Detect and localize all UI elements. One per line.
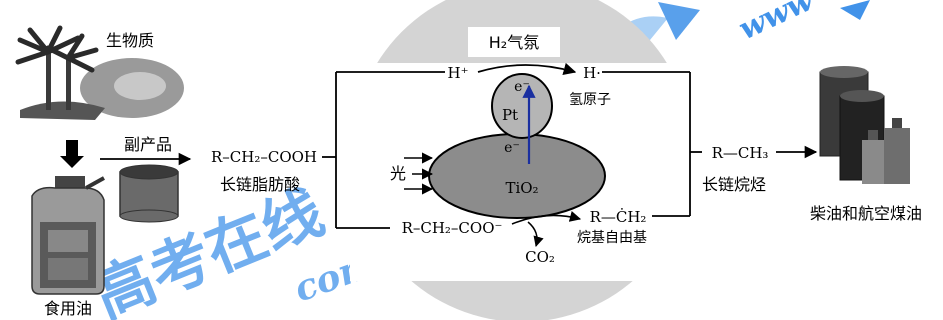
alkyl-radical-formula: R—ĊH₂ <box>590 208 647 226</box>
biomass-label: 生物质 <box>106 31 154 50</box>
fatty-acid-name: 长链脂肪酸 <box>220 175 300 194</box>
fuel-product-label: 柴油和航空煤油 <box>810 204 922 223</box>
e-top-label: e⁻ <box>514 79 530 95</box>
alkane-name: 长链烷烃 <box>702 175 766 194</box>
co2-arrow <box>527 221 544 248</box>
cooking-oil-bottle <box>31 176 105 295</box>
byproduct-label: 副产品 <box>124 135 172 154</box>
co2-label: CO₂ <box>525 248 555 266</box>
h2-atmosphere-label: H₂气氛 <box>489 33 539 52</box>
h2-atmosphere-box <box>468 27 560 57</box>
decarboxylation-arrow <box>511 211 582 225</box>
hydrogen-atom-label: 氢原子 <box>569 92 611 108</box>
tio2-label: TiO₂ <box>505 179 538 197</box>
down-arrow <box>60 140 84 168</box>
fuel-barrels <box>819 66 910 184</box>
alkyl-radical-name: 烷基自由基 <box>577 229 647 246</box>
cooking-oil-label: 食用油 <box>44 299 92 318</box>
pt-label: Pt <box>502 106 518 124</box>
h-plus-label: H⁺ <box>448 64 469 82</box>
h-transfer-arrow <box>477 62 577 76</box>
light-label: 光 <box>390 164 406 183</box>
e-bottom-label: e⁻ <box>504 140 520 156</box>
fatty-acid-formula: R–CH₂–COOH <box>211 148 317 166</box>
byproduct-can <box>119 164 179 223</box>
carboxylate-formula: R–CH₂–COO⁻ <box>402 219 503 237</box>
alkane-formula: R—CH₃ <box>712 144 769 162</box>
h-dot-label: H· <box>583 64 601 82</box>
pt-particle <box>491 73 553 139</box>
biomass-illustration <box>15 25 184 120</box>
watermark-www: www <box>734 0 820 47</box>
